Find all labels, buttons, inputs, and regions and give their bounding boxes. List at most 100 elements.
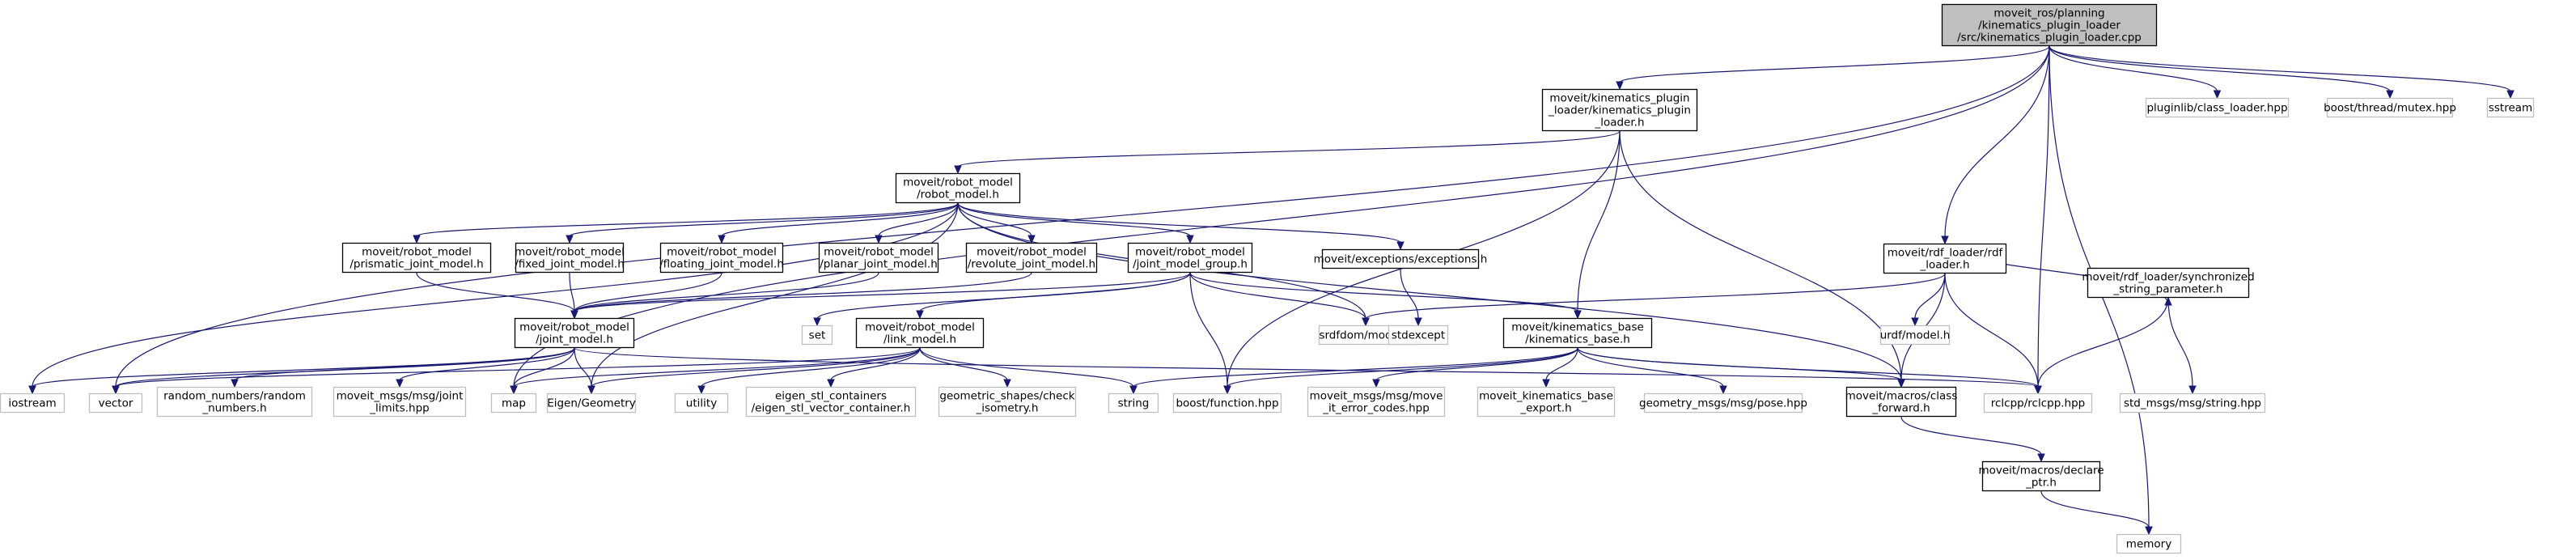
node-rdf_loader[interactable]: moveit/rdf_loader/rdf_loader.h bbox=[1883, 243, 2007, 274]
node-exceptions[interactable]: moveit/exceptions/exceptions.h bbox=[1314, 248, 1488, 269]
edge-root-to-rdf_loader bbox=[1941, 45, 2050, 245]
node-label-line: _loader/kinematics_plugin bbox=[1548, 104, 1691, 117]
node-box bbox=[2116, 533, 2182, 554]
node-kin_base[interactable]: moveit/kinematics_base/kinematics_base.h bbox=[1502, 317, 1653, 349]
node-root[interactable]: moveit_ros/planning/kinematics_plugin_lo… bbox=[1941, 3, 2158, 47]
edge-arrowhead bbox=[1897, 379, 1905, 388]
edge-line bbox=[416, 272, 575, 312]
node-label-line: _export.h bbox=[1519, 402, 1571, 415]
edge-arrowhead bbox=[1362, 317, 1370, 327]
node-fixed[interactable]: moveit/robot_model/fixed_joint_model.h bbox=[515, 242, 625, 274]
node-label-line: /kinematics_base.h bbox=[1525, 333, 1630, 346]
node-label-line: /robot_model.h bbox=[917, 189, 999, 202]
node-label-line: moveit/robot_model bbox=[667, 246, 777, 259]
edge-line bbox=[2049, 45, 2511, 92]
edge-link_model-to-eigen_stl bbox=[827, 347, 921, 388]
node-declare_ptr[interactable]: moveit/macros/declare_ptr.h bbox=[1978, 460, 2104, 492]
edge-line bbox=[115, 347, 921, 388]
node-box bbox=[1845, 386, 1957, 418]
node-joint_limits: moveit_msgs/msg/joint_limits.hpp bbox=[333, 386, 467, 418]
node-box bbox=[1388, 325, 1449, 346]
node-string: string bbox=[1108, 392, 1159, 414]
node-box bbox=[855, 317, 985, 349]
node-label-line: moveit_msgs/msg/joint bbox=[337, 390, 464, 403]
node-label-line: _isometry.h bbox=[975, 402, 1038, 415]
node-box bbox=[1941, 3, 2158, 47]
node-label-line: moveit/kinematics_plugin bbox=[1549, 92, 1689, 105]
node-box bbox=[156, 386, 313, 418]
node-label-line: /src/kinematics_plugin_loader.cpp bbox=[1957, 32, 2142, 45]
node-label-line: moveit/exceptions/exceptions.h bbox=[1314, 253, 1488, 266]
edge-arrowhead bbox=[1186, 235, 1194, 244]
edge-line bbox=[574, 272, 879, 312]
node-label-line: moveit/robot_model bbox=[824, 246, 934, 259]
edge-arrowhead bbox=[1719, 385, 1727, 395]
node-box bbox=[965, 242, 1098, 274]
node-label-line: set bbox=[809, 329, 826, 342]
node-geom_shapes: geometric_shapes/check_isometry.h bbox=[938, 386, 1077, 418]
edge-link_model-to-string bbox=[919, 347, 1138, 395]
node-box bbox=[1643, 392, 1803, 414]
edge-link_model-to-eigen_geom bbox=[587, 347, 921, 395]
edge-root-to-vector bbox=[112, 45, 2050, 395]
node-urdf: urdf/model.h bbox=[1880, 325, 1950, 346]
node-revolute[interactable]: moveit/robot_model/revolute_joint_model.… bbox=[965, 242, 1098, 274]
node-robot_model[interactable]: moveit/robot_model/robot_model.h bbox=[895, 172, 1021, 204]
node-sync_param[interactable]: moveit/rdf_loader/synchronized_string_pa… bbox=[2082, 267, 2255, 299]
edge-line bbox=[957, 202, 1191, 237]
node-label-line: moveit/robot_model bbox=[519, 321, 629, 334]
edge-line bbox=[591, 347, 921, 388]
edge-arrowhead bbox=[2034, 385, 2042, 395]
node-std_string: std_msgs/msg/string.hpp bbox=[2119, 392, 2266, 414]
edge-joint_model-to-vector bbox=[112, 347, 575, 395]
node-label-line: _it_error_codes.hpp bbox=[1322, 402, 1430, 415]
node-label-line: moveit_ros/planning bbox=[1993, 7, 2104, 20]
edge-arrowhead bbox=[916, 310, 924, 320]
node-label-line: geometry_msgs/msg/pose.hpp bbox=[1639, 397, 1807, 410]
node-class_forward[interactable]: moveit/macros/class_forward.h bbox=[1845, 386, 1958, 418]
node-label-line: /joint_model.h bbox=[536, 333, 613, 346]
edge-line bbox=[2037, 297, 2169, 388]
edge-line bbox=[1577, 130, 1621, 312]
edge-line bbox=[234, 347, 575, 381]
node-box bbox=[659, 242, 784, 274]
node-planar[interactable]: moveit/robot_model/planar_joint_model.h bbox=[818, 242, 939, 274]
edge-robot_model-to-prismatic bbox=[413, 202, 959, 244]
edge-joint_model-to-random bbox=[231, 347, 575, 388]
node-label-line: rclcpp/rclcpp.hpp bbox=[1991, 397, 2086, 410]
edge-line bbox=[513, 347, 921, 388]
edge-line bbox=[957, 202, 1032, 237]
edge-kin_base-to-kb_export bbox=[1542, 347, 1578, 388]
edge-planar-to-joint_model bbox=[570, 272, 879, 320]
edge-line bbox=[2049, 45, 2218, 92]
node-box bbox=[801, 325, 833, 346]
node-floating[interactable]: moveit/robot_model/floating_joint_model.… bbox=[659, 242, 784, 274]
node-jmg[interactable]: moveit/robot_model/joint_model_group.h bbox=[1127, 242, 1253, 274]
edge-arrowhead bbox=[875, 235, 883, 244]
node-label-line: pluginlib/class_loader.hpp bbox=[2146, 102, 2287, 115]
edge-jmg-to-boost_function bbox=[1189, 272, 1231, 395]
node-box bbox=[2087, 267, 2250, 299]
node-label-line: moveit/robot_model bbox=[865, 321, 975, 334]
edge-arrowhead bbox=[2037, 453, 2045, 463]
edge-line bbox=[1619, 130, 1902, 381]
edge-line bbox=[919, 347, 1134, 388]
edge-arrowhead bbox=[566, 235, 574, 244]
node-link_model[interactable]: moveit/robot_model/link_model.h bbox=[855, 317, 985, 349]
node-eigen_stl: eigen_stl_containers/eigen_stl_vector_co… bbox=[745, 386, 917, 418]
edge-arrowhead bbox=[2213, 90, 2222, 100]
node-kpl_h[interactable]: moveit/kinematics_plugin_loader/kinemati… bbox=[1541, 88, 1698, 132]
edge-line bbox=[1133, 347, 1578, 388]
edge-rdf_loader-to-rclcpp bbox=[1944, 273, 2042, 395]
edge-line bbox=[721, 202, 959, 237]
edge-rdf_loader-to-srdfdom bbox=[1362, 273, 1946, 327]
node-prismatic[interactable]: moveit/robot_model/prismatic_joint_model… bbox=[341, 242, 492, 274]
node-classloader: pluginlib/class_loader.hpp bbox=[2145, 97, 2290, 118]
node-joint_model[interactable]: moveit/robot_model/joint_model.h bbox=[514, 317, 635, 349]
node-label-line: /fixed_joint_model.h bbox=[515, 258, 625, 271]
node-vector: vector bbox=[88, 392, 143, 414]
node-label-line: moveit/rdf_loader/rdf bbox=[1888, 247, 2004, 260]
edge-prismatic-to-joint_model bbox=[416, 272, 578, 320]
edge-line bbox=[830, 347, 921, 381]
